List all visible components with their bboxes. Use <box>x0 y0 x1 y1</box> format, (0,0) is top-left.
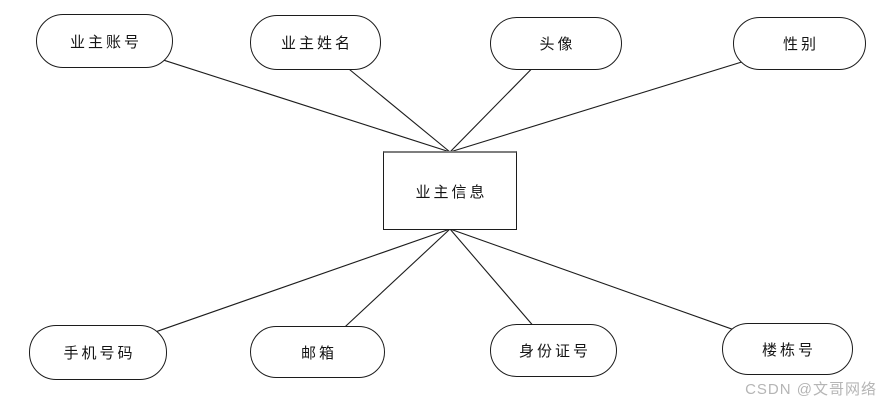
csdn-watermark: CSDN @文哥网络 <box>745 381 877 398</box>
entity-owner-info: 业主信息 <box>383 151 517 230</box>
attribute-phone-number: 手机号码 <box>29 325 167 380</box>
attribute-building-number: 楼栋号 <box>722 323 853 375</box>
attribute-id-number: 身份证号 <box>490 324 617 377</box>
attribute-avatar: 头像 <box>490 17 622 70</box>
attribute-owner-name: 业主姓名 <box>250 15 381 70</box>
attribute-gender: 性别 <box>733 17 866 70</box>
attribute-email: 邮箱 <box>250 326 385 378</box>
attribute-owner-account: 业主账号 <box>36 14 173 68</box>
